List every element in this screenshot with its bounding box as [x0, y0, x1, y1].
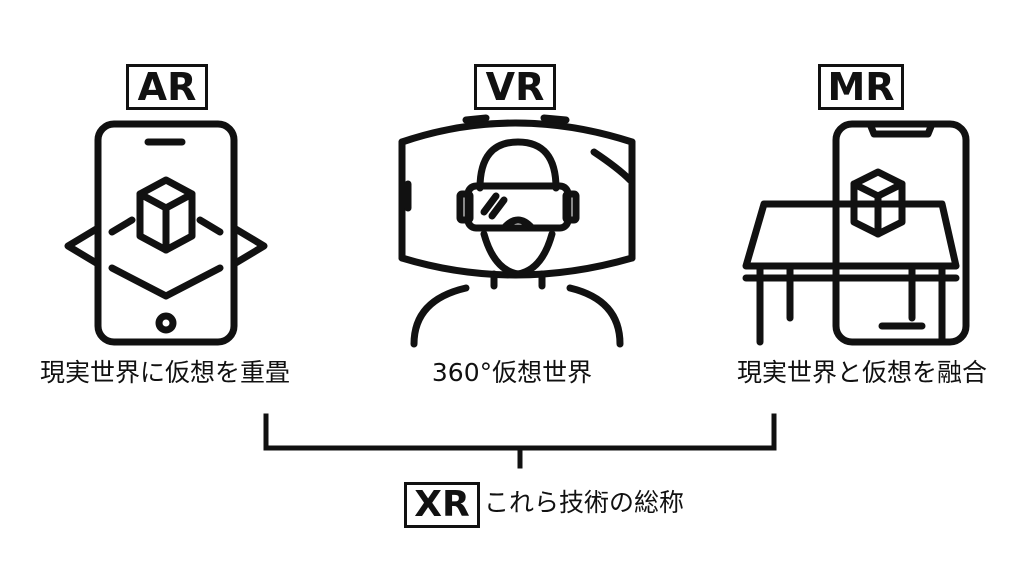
smartphone-table-cube-icon	[742, 120, 970, 346]
xr-caption: これら技術の総称	[484, 488, 685, 517]
smartphone-ar-cube-icon	[64, 120, 268, 346]
xr-label: XR	[404, 482, 480, 528]
vr-label: VR	[474, 64, 556, 110]
ar-caption: 現実世界に仮想を重畳	[39, 358, 290, 387]
vr-caption: 360°仮想世界	[431, 358, 593, 387]
mr-caption: 現実世界と仮想を融合	[736, 358, 987, 387]
mr-label: MR	[818, 64, 904, 110]
ar-label: AR	[126, 64, 208, 110]
grouping-bracket	[263, 413, 777, 469]
vr-headset-user-icon	[398, 114, 636, 348]
